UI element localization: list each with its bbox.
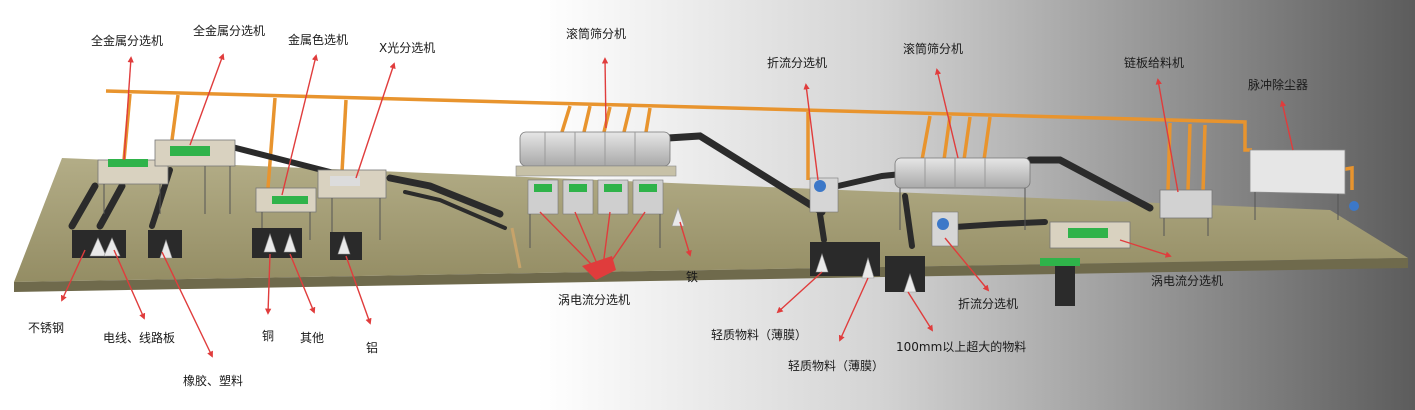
full-metal-sorter-2 — [154, 139, 236, 214]
label-full-metal-sorter-1: 全金属分选机 — [91, 34, 164, 48]
label-chain-plate-feeder: 链板给料机 — [1124, 56, 1185, 70]
label-eddy-current-sorter-right: 涡电流分选机 — [1151, 274, 1224, 288]
label-light-material-1: 轻质物料（薄膜） — [711, 328, 808, 342]
label-full-metal-sorter-2: 全金属分选机 — [193, 24, 266, 38]
trommel-screen-2 — [894, 157, 1031, 230]
label-zigzag-separator-bottom: 折流分选机 — [958, 297, 1019, 311]
overhead-dust-pipe — [105, 89, 1354, 193]
chain-plate-feeder — [1159, 189, 1213, 236]
label-eddy-current-sorter: 涡电流分选机 — [558, 293, 631, 307]
conveyors — [68, 132, 1154, 249]
label-copper: 铜 — [262, 329, 275, 343]
label-light-material-2: 轻质物料（薄膜） — [788, 359, 885, 373]
eddy-current-sorters-bank — [510, 179, 664, 269]
label-oversize-material: 100mm以上超大的物料 — [896, 340, 1027, 354]
label-stainless-steel: 不锈钢 — [28, 321, 65, 335]
metal-color-sorter — [255, 187, 317, 240]
xray-sorter — [317, 169, 387, 240]
label-metal-color-sorter: 金属色选机 — [288, 33, 349, 47]
label-aluminum: 铝 — [366, 341, 379, 355]
trommel-screen-1 — [515, 131, 677, 177]
label-xray-sorter: X光分选机 — [379, 41, 436, 55]
label-others: 其他 — [300, 331, 325, 345]
eddy-current-arrow-cluster — [582, 256, 616, 280]
label-pulse-dust-collector: 脉冲除尘器 — [1248, 78, 1309, 92]
pulse-dust-collector — [1249, 149, 1359, 220]
eddy-current-sorter-right — [1040, 221, 1131, 306]
label-rubber-plastic: 橡胶、塑料 — [183, 374, 244, 388]
label-zigzag-separator-top: 折流分选机 — [767, 56, 828, 70]
callout-arrows — [60, 53, 1294, 358]
label-iron: 铁 — [686, 270, 699, 284]
label-trommel-screen-1: 滚筒筛分机 — [566, 27, 627, 41]
full-metal-sorter-1 — [97, 159, 169, 214]
zigzag-separator-1 — [809, 177, 839, 213]
zigzag-separator-2 — [931, 211, 959, 247]
label-trommel-screen-2: 滚筒筛分机 — [903, 42, 964, 56]
label-wires-circuit-boards: 电线、线路板 — [103, 331, 176, 345]
